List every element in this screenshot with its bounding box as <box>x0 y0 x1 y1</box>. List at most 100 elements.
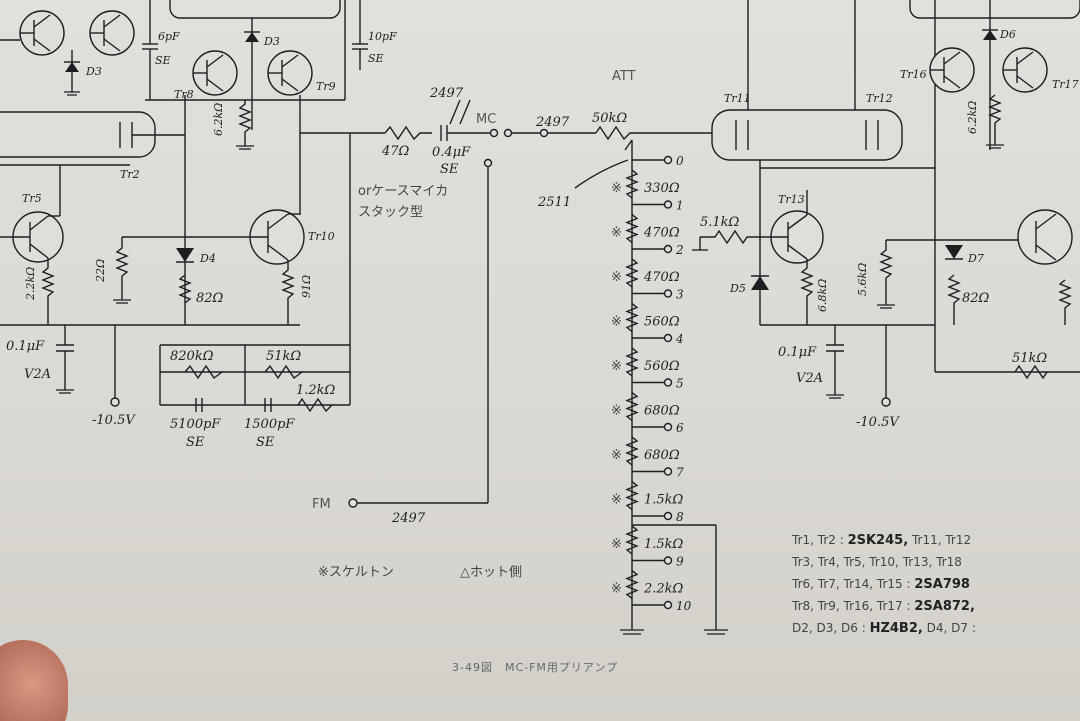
att-resistor-label: 470Ω <box>643 270 680 285</box>
skeleton-mark: ※ <box>611 270 622 285</box>
label-d7: D7 <box>967 252 984 265</box>
label-wire-2511: 2511 <box>537 195 571 210</box>
skeleton-mark: ※ <box>611 493 622 508</box>
att-tap-terminal <box>663 511 673 521</box>
skeleton-mark: ※ <box>611 448 622 463</box>
att-tap-label: 2 <box>675 243 684 257</box>
label-d4: D4 <box>199 252 216 265</box>
label-r82-left: 82Ω <box>196 291 224 306</box>
label-r51k-fb: 51kΩ <box>266 349 301 364</box>
label-tr8: Tr8 <box>174 88 194 101</box>
legend-parts: Tr1, Tr2 : <box>791 533 848 547</box>
label-wire-2497-top: 2497 <box>429 86 464 101</box>
legend-parts: Tr6, Tr7, Tr14, Tr15 : <box>791 577 914 591</box>
label-alt-note-1: orケースマイカ <box>358 184 448 199</box>
label-se-04: SE <box>440 162 459 177</box>
right-labels: Tr11 Tr12 Tr13 Tr16 Tr17 D6 6.2kΩ 5.1kΩ … <box>700 28 1079 430</box>
att-resistor-label: 680Ω <box>644 448 680 463</box>
attenuator-wiring: 012345678910※330Ω※470Ω※470Ω※560Ω※560Ω※68… <box>539 125 728 635</box>
legend-type: 2SA798 <box>914 577 970 592</box>
legend-parts: D2, D3, D6 : <box>792 621 870 635</box>
legend-row: Tr1, Tr2 : 2SK245, Tr11, Tr12 <box>791 533 971 548</box>
att-resistor <box>625 436 639 466</box>
fm-terminal <box>348 498 358 508</box>
mc-terminal <box>489 128 499 138</box>
label-fm: FM <box>312 497 331 512</box>
skeleton-mark: ※ <box>611 226 622 241</box>
label-r68k: 6.8kΩ <box>816 279 829 312</box>
label-tr16: Tr16 <box>900 68 927 81</box>
att-resistor <box>625 302 639 333</box>
legend-more: D4, D7 : <box>923 621 976 635</box>
label-v2a-left: V2A <box>24 367 51 382</box>
skeleton-mark: ※ <box>611 315 622 330</box>
att-tap-label: 3 <box>676 288 684 302</box>
att-tap-label: 0 <box>676 154 684 168</box>
att-tap-label: 9 <box>676 555 684 569</box>
fm-switch-terminal <box>483 158 493 168</box>
att-resistor <box>625 569 639 600</box>
att-resistor-label: 1.5kΩ <box>644 537 684 552</box>
label-r51k-base: 5.1kΩ <box>700 215 740 230</box>
input-wiring <box>348 99 540 508</box>
legend-type: HZ4B2, <box>870 621 923 636</box>
zener-diode-icon <box>65 62 79 72</box>
att-resistor <box>625 391 639 422</box>
label-c6pf: 6pF <box>158 30 180 43</box>
att-resistor <box>625 169 639 199</box>
skeleton-mark: ※ <box>611 181 622 196</box>
label-wire-2497-att: 2497 <box>535 115 570 130</box>
label-tr2: Tr2 <box>120 168 140 181</box>
left-labels: D3 6pF SE Tr8 Tr9 D3 10pF SE 6.2kΩ Tr2 T… <box>6 30 397 450</box>
label-d3-top: D3 <box>85 65 102 78</box>
left-wiring <box>0 0 385 413</box>
label-neg-left: -10.5V <box>92 413 136 428</box>
label-neg-right: -10.5V <box>856 415 900 430</box>
att-tap-terminal <box>663 378 673 387</box>
label-c1500: 1500pF <box>244 417 295 432</box>
att-tap-terminal <box>663 244 673 254</box>
legend-type: 2SA872, <box>914 599 975 614</box>
label-mc: MC <box>476 112 496 127</box>
label-r6k2: 6.2kΩ <box>212 103 225 136</box>
label-r51k-right: 51kΩ <box>1012 351 1047 366</box>
label-tr9: Tr9 <box>316 80 336 93</box>
input-labels: 47Ω 2497 0.4μF SE MC orケースマイカ スタック型 FM 2… <box>312 86 496 526</box>
att-tap-terminal <box>663 155 673 165</box>
att-tap-terminal <box>663 200 673 209</box>
right-wiring <box>692 0 1080 407</box>
att-tap-label: 8 <box>676 510 684 524</box>
label-se-1500: SE <box>256 435 275 450</box>
label-v2a-right: V2A <box>796 371 823 386</box>
att-tap-terminal <box>663 600 673 610</box>
label-d3: D3 <box>263 35 280 48</box>
label-se-5100: SE <box>186 435 205 450</box>
label-r6k2-right: 6.2kΩ <box>966 101 979 134</box>
att-tap-label: 10 <box>676 599 692 613</box>
label-tr13: Tr13 <box>778 193 805 206</box>
att-tap-label: 1 <box>676 199 684 213</box>
att-resistor-label: 1.5kΩ <box>644 493 684 508</box>
skeleton-mark: ※ <box>611 404 622 419</box>
att-resistor-label: 680Ω <box>644 404 680 419</box>
label-tr12: Tr12 <box>866 92 893 105</box>
att-resistor-label: 470Ω <box>643 226 680 241</box>
att-resistor <box>625 258 639 288</box>
label-r22k-left: 2.2kΩ <box>24 267 37 301</box>
label-c01-right: 0.1μF <box>778 345 817 360</box>
skeleton-mark: ※ <box>611 359 622 374</box>
label-tr10: Tr10 <box>308 230 335 243</box>
skeleton-mark: ※ <box>611 537 622 552</box>
legend-row: Tr3, Tr4, Tr5, Tr10, Tr13, Tr18 <box>791 555 962 569</box>
label-tr11: Tr11 <box>724 92 751 105</box>
att-resistor-label: 330Ω <box>644 181 680 196</box>
label-r22: 22Ω <box>94 259 107 283</box>
note-skeleton: ※スケルトン <box>318 565 394 580</box>
att-resistor <box>625 525 639 555</box>
label-att-title: ATT <box>612 69 636 84</box>
label-r82-right: 82Ω <box>962 291 990 306</box>
att-resistor-label: 2.2kΩ <box>643 582 684 597</box>
legend-row: D2, D3, D6 : HZ4B2, D4, D7 : <box>792 621 976 636</box>
